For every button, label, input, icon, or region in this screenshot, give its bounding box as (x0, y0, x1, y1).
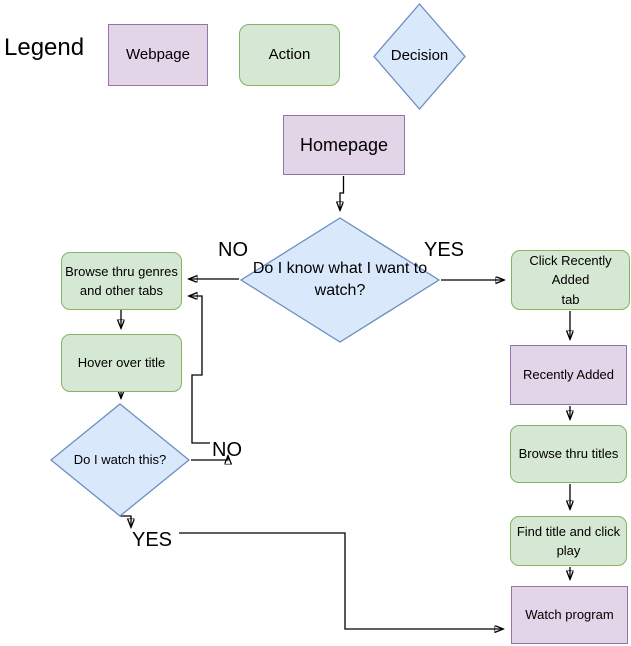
node-hover-title: Hover over title (61, 334, 182, 392)
diamond-shape (240, 217, 440, 343)
node-main-decision: Do I know what I want to watch? (240, 217, 440, 343)
edge-watch-decision-no-loop (189, 296, 210, 444)
edge-label-yes-main: YES (424, 239, 465, 261)
edge-label-no-loop: NO (212, 439, 242, 461)
edge-homepage-to-decision (340, 176, 345, 210)
edge-label-no-main: NO (218, 239, 248, 261)
legend-decision-shape: Decision (373, 3, 466, 110)
node-browse-titles: Browse thru titles (510, 425, 627, 483)
node-watch-decision: Do I watch this? (50, 403, 190, 517)
node-click-recent: Click Recently Added tab (511, 250, 630, 310)
edge-yes-to-watch-program (179, 532, 503, 629)
node-homepage: Homepage (283, 115, 405, 175)
edge-watch-decision-no-stub (191, 456, 228, 460)
legend-webpage-shape: Webpage (108, 24, 208, 86)
legend-action-shape: Action (239, 24, 340, 86)
watch-decision-label: Do I watch this? (73, 452, 167, 468)
legend-decision-label: Decision (390, 47, 449, 65)
edge-label-yes-watch: YES (132, 529, 173, 551)
main-decision-label: Do I know what I want to watch? (252, 260, 428, 299)
node-find-play: Find title and click play (510, 516, 627, 566)
node-recently-added: Recently Added (510, 345, 627, 405)
diamond-shape (50, 403, 190, 517)
node-browse-genres: Browse thru genres and other tabs (61, 252, 182, 310)
diamond-shape (373, 3, 466, 110)
node-watch-program: Watch program (511, 586, 628, 644)
legend-title: Legend (4, 34, 85, 61)
edge-watch-decision-yes-stub (120, 515, 131, 527)
